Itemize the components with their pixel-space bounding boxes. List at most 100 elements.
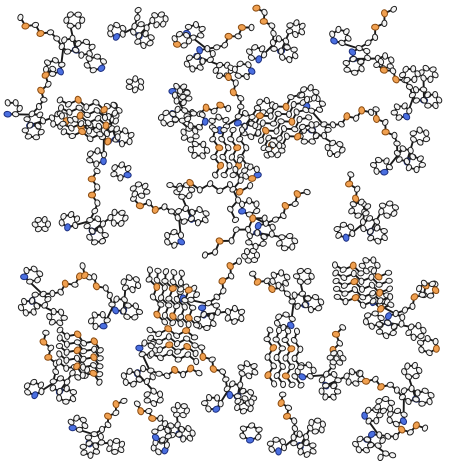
carbon-atom: [251, 44, 259, 51]
carbon-atom: [66, 22, 74, 29]
carbon-atom: [167, 208, 176, 215]
carbon-atom: [424, 91, 431, 99]
carbon-atom: [59, 120, 67, 127]
nitrogen-atom: [177, 238, 186, 246]
carbon-atom: [247, 54, 255, 61]
oxygen-atom: [352, 194, 360, 203]
carbon-atom: [74, 11, 82, 18]
carbon-atom: [390, 5, 398, 13]
carbon-atom: [406, 107, 413, 115]
carbon-atom: [280, 380, 287, 389]
carbon-atom: [91, 207, 99, 215]
carbon-atom: [180, 370, 187, 379]
carbon-atom: [212, 302, 220, 309]
carbon-atom: [288, 298, 296, 305]
carbon-atom: [17, 304, 25, 312]
carbon-atom: [192, 349, 199, 358]
carbon-atom: [39, 117, 47, 125]
carbon-atom: [336, 141, 344, 148]
carbon-atom: [232, 165, 239, 174]
carbon-atom: [86, 150, 94, 158]
carbon-atom: [285, 28, 294, 35]
carbon-atom: [382, 52, 389, 60]
carbon-atom: [271, 216, 279, 223]
carbon-atom: [278, 47, 285, 55]
carbon-atom: [410, 136, 417, 143]
carbon-atom: [364, 39, 372, 47]
carbon-atom: [232, 79, 239, 87]
carbon-atom: [248, 23, 255, 32]
carbon-atom: [388, 56, 395, 64]
carbon-atom: [75, 22, 82, 30]
nitrogen-atom: [123, 171, 132, 179]
oxygen-atom: [432, 344, 440, 353]
carbon-atom: [432, 101, 439, 110]
carbon-atom: [426, 292, 435, 299]
carbon-atom: [393, 103, 401, 111]
carbon-atom: [166, 181, 174, 189]
carbon-atom: [68, 132, 76, 140]
carbon-atom: [423, 129, 430, 137]
carbon-atom: [373, 167, 380, 175]
oxygen-atom: [224, 72, 232, 82]
carbon-atom: [153, 21, 160, 29]
carbon-atom: [418, 400, 426, 407]
nitrogen-atom: [100, 157, 107, 166]
carbon-atom: [157, 390, 164, 398]
oxygen-atom: [87, 191, 97, 199]
carbon-atom: [66, 11, 74, 18]
oxygen-atom: [237, 24, 246, 31]
carbon-atom: [11, 111, 20, 118]
carbon-atom: [90, 431, 98, 438]
carbon-atom: [363, 47, 371, 55]
oxygen-atom: [371, 23, 380, 31]
carbon-atom: [419, 86, 428, 93]
carbon-atom: [373, 218, 381, 225]
carbon-atom: [383, 157, 390, 165]
carbon-atom: [329, 121, 337, 129]
carbon-atom: [260, 51, 268, 59]
carbon-atom: [60, 314, 68, 321]
carbon-atom: [291, 200, 299, 207]
carbon-atom: [373, 417, 380, 425]
nitrogen-atom: [255, 55, 263, 64]
carbon-atom: [125, 274, 133, 281]
carbon-atom: [384, 269, 393, 276]
carbon-atom: [335, 25, 342, 34]
carbon-atom: [342, 59, 350, 67]
carbon-atom: [67, 211, 75, 218]
carbon-atom: [161, 311, 168, 320]
carbon-atom: [270, 45, 278, 52]
carbon-atom: [88, 43, 96, 51]
carbon-atom: [39, 290, 47, 298]
carbon-atom: [395, 156, 403, 163]
carbon-atom: [157, 11, 165, 18]
carbon-atom: [278, 269, 285, 277]
carbon-atom: [164, 238, 171, 246]
carbon-atom: [208, 313, 215, 321]
carbon-atom: [34, 276, 41, 284]
carbon-atom: [164, 231, 171, 240]
carbon-atom: [366, 215, 374, 222]
carbon-atom: [87, 317, 95, 325]
carbon-atom: [26, 278, 34, 285]
carbon-atom: [29, 297, 36, 305]
oxygen-atom: [281, 202, 290, 210]
carbon-atom: [90, 239, 99, 246]
carbon-atom: [238, 126, 246, 134]
carbon-atom: [381, 19, 388, 27]
carbon-atom: [337, 120, 345, 128]
carbon-atom: [307, 305, 314, 314]
oxygen-atom: [202, 103, 210, 112]
carbon-atom: [42, 329, 50, 336]
carbon-atom: [275, 35, 282, 43]
oxygen-atom: [381, 9, 388, 18]
carbon-atom: [101, 232, 109, 239]
carbon-atom: [56, 394, 63, 402]
carbon-atom: [183, 60, 191, 68]
carbon-atom: [279, 391, 287, 398]
carbon-atom: [374, 237, 382, 245]
carbon-atom: [82, 38, 91, 46]
carbon-atom: [84, 434, 93, 441]
carbon-atom: [93, 53, 101, 60]
